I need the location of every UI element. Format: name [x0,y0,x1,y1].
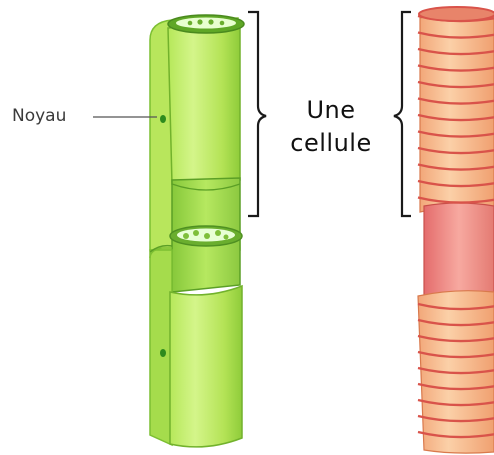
nucleus-lower [160,349,166,357]
label-one-cell-line2: cellule [276,127,386,160]
label-one-cell: Une cellule [276,94,386,160]
salmon-top-opening [419,7,494,21]
nucleus-upper [160,115,166,123]
green-upper-cell [168,22,240,184]
cell-bracket-left [248,12,266,216]
green-lower-cell [170,286,242,447]
label-nucleus: Noyau [12,106,66,126]
salmon-upper-cell [420,12,494,212]
salmon-vessel [418,7,494,453]
salmon-inner-section [424,203,494,300]
label-one-cell-line1: Une [276,94,386,127]
green-vessel [150,15,244,447]
cell-bracket-right [394,12,411,216]
